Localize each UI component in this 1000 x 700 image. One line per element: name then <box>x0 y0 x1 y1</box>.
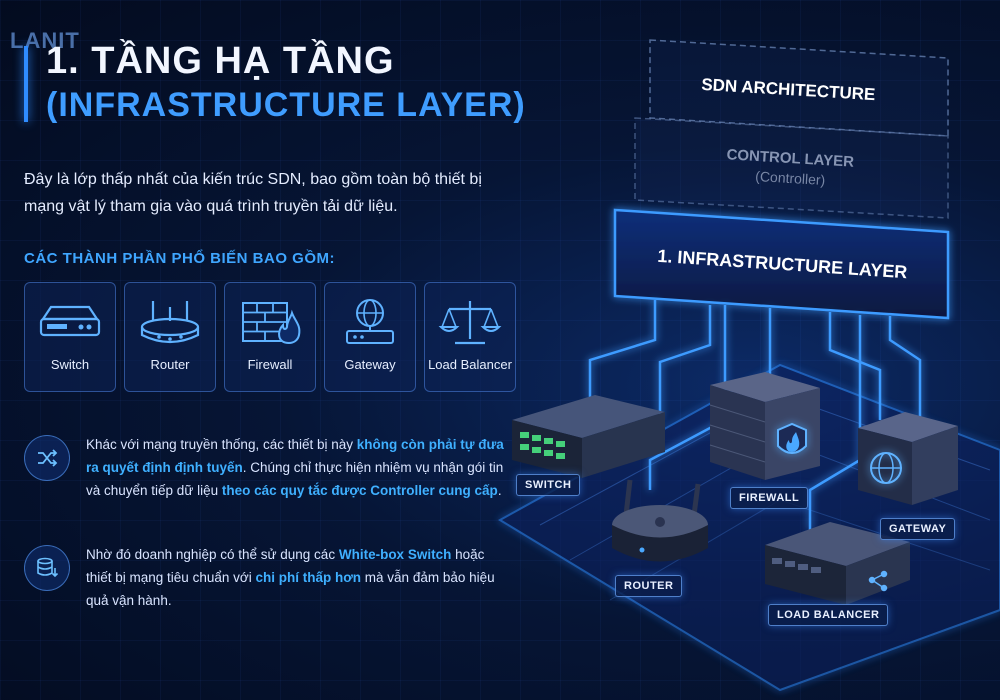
components-heading: CÁC THÀNH PHẦN PHỔ BIẾN BAO GỒM: <box>24 250 335 267</box>
component-cards: Switch Router Firewall <box>24 282 516 392</box>
shuffle-icon <box>38 449 58 467</box>
note2-part: Nhờ đó doanh nghiệp có thể sử dụng các <box>86 547 339 562</box>
note2-part: hoặc thiết bị mạng tiêu chuẩn với <box>86 547 485 585</box>
device-label-firewall: FIREWALL <box>730 487 809 509</box>
switch-icon <box>39 305 101 337</box>
note1-icon-badge <box>24 435 70 481</box>
layer-sdn-architecture <box>649 39 949 137</box>
layer-mid-sub-text: (Controller) <box>755 168 826 188</box>
component-label: Router <box>150 357 190 372</box>
component-label: Gateway <box>344 357 396 372</box>
title-accent-bar <box>24 46 28 122</box>
load-balancer-icon <box>438 301 502 345</box>
page-subtitle: (INFRASTRUCTURE LAYER) <box>46 86 526 124</box>
layer-infrastructure <box>613 208 950 320</box>
router-icon <box>140 301 200 344</box>
component-card-firewall: Firewall <box>224 282 316 392</box>
component-card-router: Router <box>124 282 216 392</box>
router-device <box>612 479 708 562</box>
brand-logo: LANIT <box>10 28 80 53</box>
connection-lines <box>588 300 922 530</box>
note1-part: Khác với mạng truyền thống, các thiết bị… <box>86 437 357 452</box>
gateway-device <box>858 412 958 505</box>
component-card-gateway: Gateway <box>324 282 416 392</box>
note2-highlight: chi phí thấp hơn <box>255 570 362 585</box>
note2-highlight: White-box Switch <box>338 547 452 562</box>
firewall-icon <box>242 302 301 345</box>
device-label-switch: SWITCH <box>516 474 581 496</box>
load-balancer-device <box>765 522 910 605</box>
note1-highlight: không còn phải tự đưa ra quyết định định… <box>86 437 504 475</box>
component-label: Load Balancer <box>428 357 512 372</box>
note1-highlight: theo các quy tắc được Controller cung cấ… <box>221 483 498 498</box>
component-card-load-balancer: Load Balancer <box>424 282 516 392</box>
note2-text: Nhờ đó doanh nghiệp có thể sử dụng các W… <box>86 543 506 612</box>
switch-device <box>512 395 665 478</box>
component-label: Firewall <box>247 357 293 372</box>
note2-part: mà vẫn đảm bảo hiệu quả vận hành. <box>86 570 495 608</box>
database-download-icon <box>37 557 59 578</box>
page-title: 1. TẦNG HẠ TẦNG <box>46 40 395 82</box>
note1-part: . <box>497 483 502 498</box>
note2-icon-badge <box>24 545 70 591</box>
component-label: Switch <box>50 357 90 372</box>
note1-text: Khác với mạng truyền thống, các thiết bị… <box>86 433 506 502</box>
device-label-gateway: GATEWAY <box>880 518 956 540</box>
sdn-diagram: SDN ARCHITECTURE CONTROL LAYER (Controll… <box>498 39 1000 692</box>
note1-part: . Chúng chỉ thực hiện nhiệm vụ nhận gói … <box>86 460 504 498</box>
component-card-switch: Switch <box>24 282 116 392</box>
firewall-device <box>709 372 820 480</box>
device-label-load-balancer: LOAD BALANCER <box>768 604 889 626</box>
layer-control <box>634 117 949 219</box>
intro-paragraph: Đây là lớp thấp nhất của kiến trúc SDN, … <box>24 171 482 215</box>
device-label-router: ROUTER <box>615 575 683 597</box>
gateway-icon <box>346 299 394 344</box>
